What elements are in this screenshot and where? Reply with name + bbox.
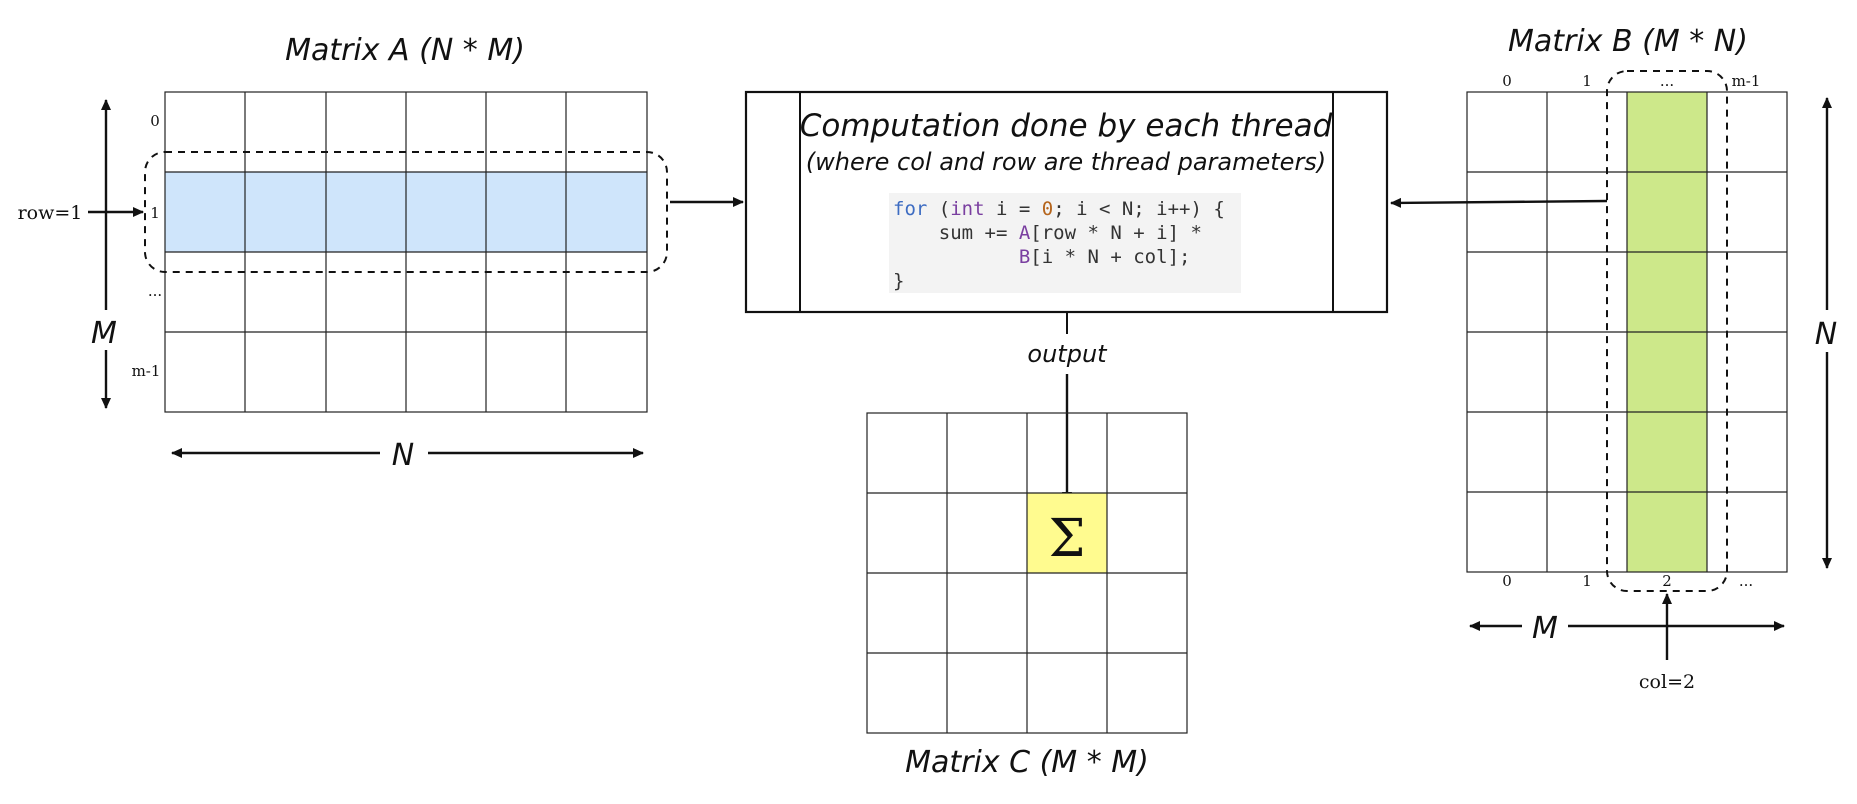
output-label: output — [1027, 340, 1108, 368]
computation-box: Computation done by each thread (where c… — [744, 90, 1389, 314]
matrix-b-bottom-col-label-2: 2 — [1662, 572, 1672, 590]
code-line-3: B[i * N + col]; — [893, 246, 1190, 268]
matrix-b-bottom-col-label-0: 0 — [1502, 572, 1512, 590]
matrix-a-row-selection — [144, 151, 668, 273]
code-line-1: for (int i = 0; i < N; i++) { — [893, 198, 1225, 220]
matrix-b-horizontal-dim: M — [1532, 611, 1558, 646]
code-type-int: int — [950, 198, 984, 220]
matrix-c: Σ Matrix C (M * M) — [866, 412, 1188, 780]
computation-subtitle: (where col and row are thread parameters… — [806, 148, 1326, 176]
matrix-c-grid — [866, 412, 1188, 734]
matrix-a: Matrix A (N * M) 0 1 ... m-1 row=1 M N — [18, 33, 668, 473]
matrix-a-horizontal-dim: N — [392, 438, 414, 473]
code-number-zero: 0 — [1042, 198, 1053, 220]
matrix-a-title: Matrix A (N * M) — [285, 33, 525, 68]
matrix-b: Matrix B (M * N) 0 1 ... m-1 0 1 2 ... N… — [1466, 24, 1844, 693]
matrix-b-top-col-label-3: m-1 — [1732, 72, 1761, 90]
code-keyword-for: for — [893, 198, 927, 220]
matrix-a-row-label-2: ... — [148, 282, 162, 300]
matrix-a-row-label-3: m-1 — [132, 362, 161, 380]
col-pointer-label: col=2 — [1639, 671, 1695, 693]
matrix-b-top-col-label-0: 0 — [1502, 72, 1512, 90]
matrix-b-grid — [1466, 91, 1788, 573]
matrix-b-top-col-label-2: ... — [1660, 72, 1674, 90]
matrix-c-title: Matrix C (M * M) — [905, 745, 1149, 780]
matrix-b-title: Matrix B (M * N) — [1508, 24, 1748, 59]
matrix-b-vertical-dim: N — [1815, 317, 1837, 352]
matrix-b-col-selection — [1606, 70, 1728, 592]
computation-title: Computation done by each thread — [800, 108, 1333, 144]
row-pointer-label: row=1 — [18, 202, 83, 224]
matrix-b-bottom-col-label-1: 1 — [1582, 572, 1592, 590]
matrix-b-top-col-label-1: 1 — [1582, 72, 1592, 90]
matrix-a-row-label-0: 0 — [150, 112, 160, 130]
code-line-4: } — [893, 270, 904, 292]
code-block — [889, 193, 1241, 293]
sum-symbol: Σ — [1049, 509, 1086, 569]
sum-cell — [1027, 493, 1107, 573]
matrix-a-grid — [164, 91, 648, 413]
code-line-2: sum += A[row * N + i] * — [893, 222, 1202, 244]
matrix-a-row-label-1: 1 — [150, 204, 160, 222]
matrix-b-bottom-col-label-3: ... — [1739, 572, 1753, 590]
matrix-a-vertical-dim: M — [91, 316, 117, 351]
arrow-b-to-computation — [1390, 197, 1608, 208]
